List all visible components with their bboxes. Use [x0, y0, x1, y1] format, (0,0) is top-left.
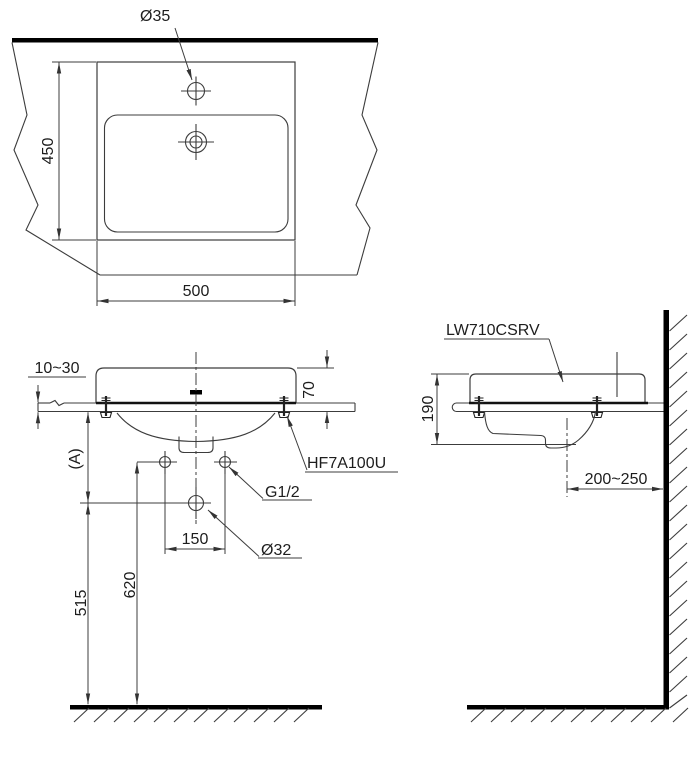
dim-drain-height: 515 [73, 502, 184, 705]
sink-outline-top [96, 61, 296, 241]
dim-height-190: 190 [420, 373, 576, 445]
mounting-bolt-side-left [472, 394, 486, 419]
dim-supply-height: 620 [122, 461, 155, 705]
drain-hole-front [184, 487, 211, 519]
basin-outline-top [103, 114, 289, 233]
floor-line-side [467, 705, 669, 710]
mounting-bolt-side-right [590, 394, 604, 419]
dim-450: 450 [40, 61, 96, 241]
dim-a: (A) [67, 412, 91, 503]
faucet-hole [181, 76, 211, 106]
dim-counter-thickness: 10~30 [28, 360, 86, 429]
wall-line [12, 38, 378, 43]
floor-hatching-side [470, 707, 689, 723]
dim-hole-spacing: 150 [164, 474, 226, 554]
counter-break-right [355, 42, 379, 276]
supply-thread-label: G1/2 [265, 484, 300, 501]
supply-height-label: 620 [122, 572, 139, 599]
bolt-code-label: HF7A100U [307, 455, 386, 472]
height-190-label: 190 [420, 396, 437, 423]
top-view: 450 500 Ø35 [11, 8, 379, 306]
faucet-dia-leader [174, 27, 193, 81]
drain-dia-label: Ø32 [261, 542, 291, 559]
mounting-bolt-right [277, 394, 291, 419]
supply-holes [154, 451, 237, 474]
wall-hatching [669, 314, 688, 709]
label-product-code: LW710CSRV [444, 322, 564, 383]
drain-height-label: 515 [73, 590, 90, 617]
drain-to-wall-label: 200~250 [585, 471, 648, 488]
rim-height-label: 70 [301, 381, 318, 399]
counter-side [451, 401, 665, 413]
label-drain-dia: Ø32 [207, 509, 302, 559]
faucet-hole-section [190, 390, 202, 395]
front-view: 10~30 70 (A) 515 620 [28, 350, 398, 723]
dim-drain-to-wall: 200~250 [567, 471, 663, 492]
floor-hatching-front [73, 707, 310, 723]
dim-500: 500 [96, 241, 296, 306]
counter-thickness-label: 10~30 [35, 360, 80, 377]
label-supply-thread: G1/2 [228, 466, 312, 501]
floor-line-front [70, 705, 322, 710]
mounting-bolt-left [99, 394, 113, 419]
basin-profile-side [483, 411, 597, 449]
dim-a-label: (A) [67, 448, 84, 469]
counter-break-left [11, 42, 101, 276]
dim-500-label: 500 [183, 283, 210, 300]
drain-hole-top [178, 124, 214, 160]
wall-line-side [663, 310, 669, 710]
dim-450-label: 450 [40, 138, 57, 165]
label-bolt-code: HF7A100U [286, 415, 398, 473]
sink-outline-side [469, 373, 646, 403]
label-faucet-dia: Ø35 [140, 8, 193, 81]
dim-rim-height: 70 [297, 350, 334, 429]
hole-spacing-label: 150 [182, 531, 209, 548]
side-view: LW710CSRV 190 200~250 [420, 310, 689, 723]
faucet-dia-label: Ø35 [140, 8, 170, 25]
product-code-label: LW710CSRV [446, 322, 540, 339]
